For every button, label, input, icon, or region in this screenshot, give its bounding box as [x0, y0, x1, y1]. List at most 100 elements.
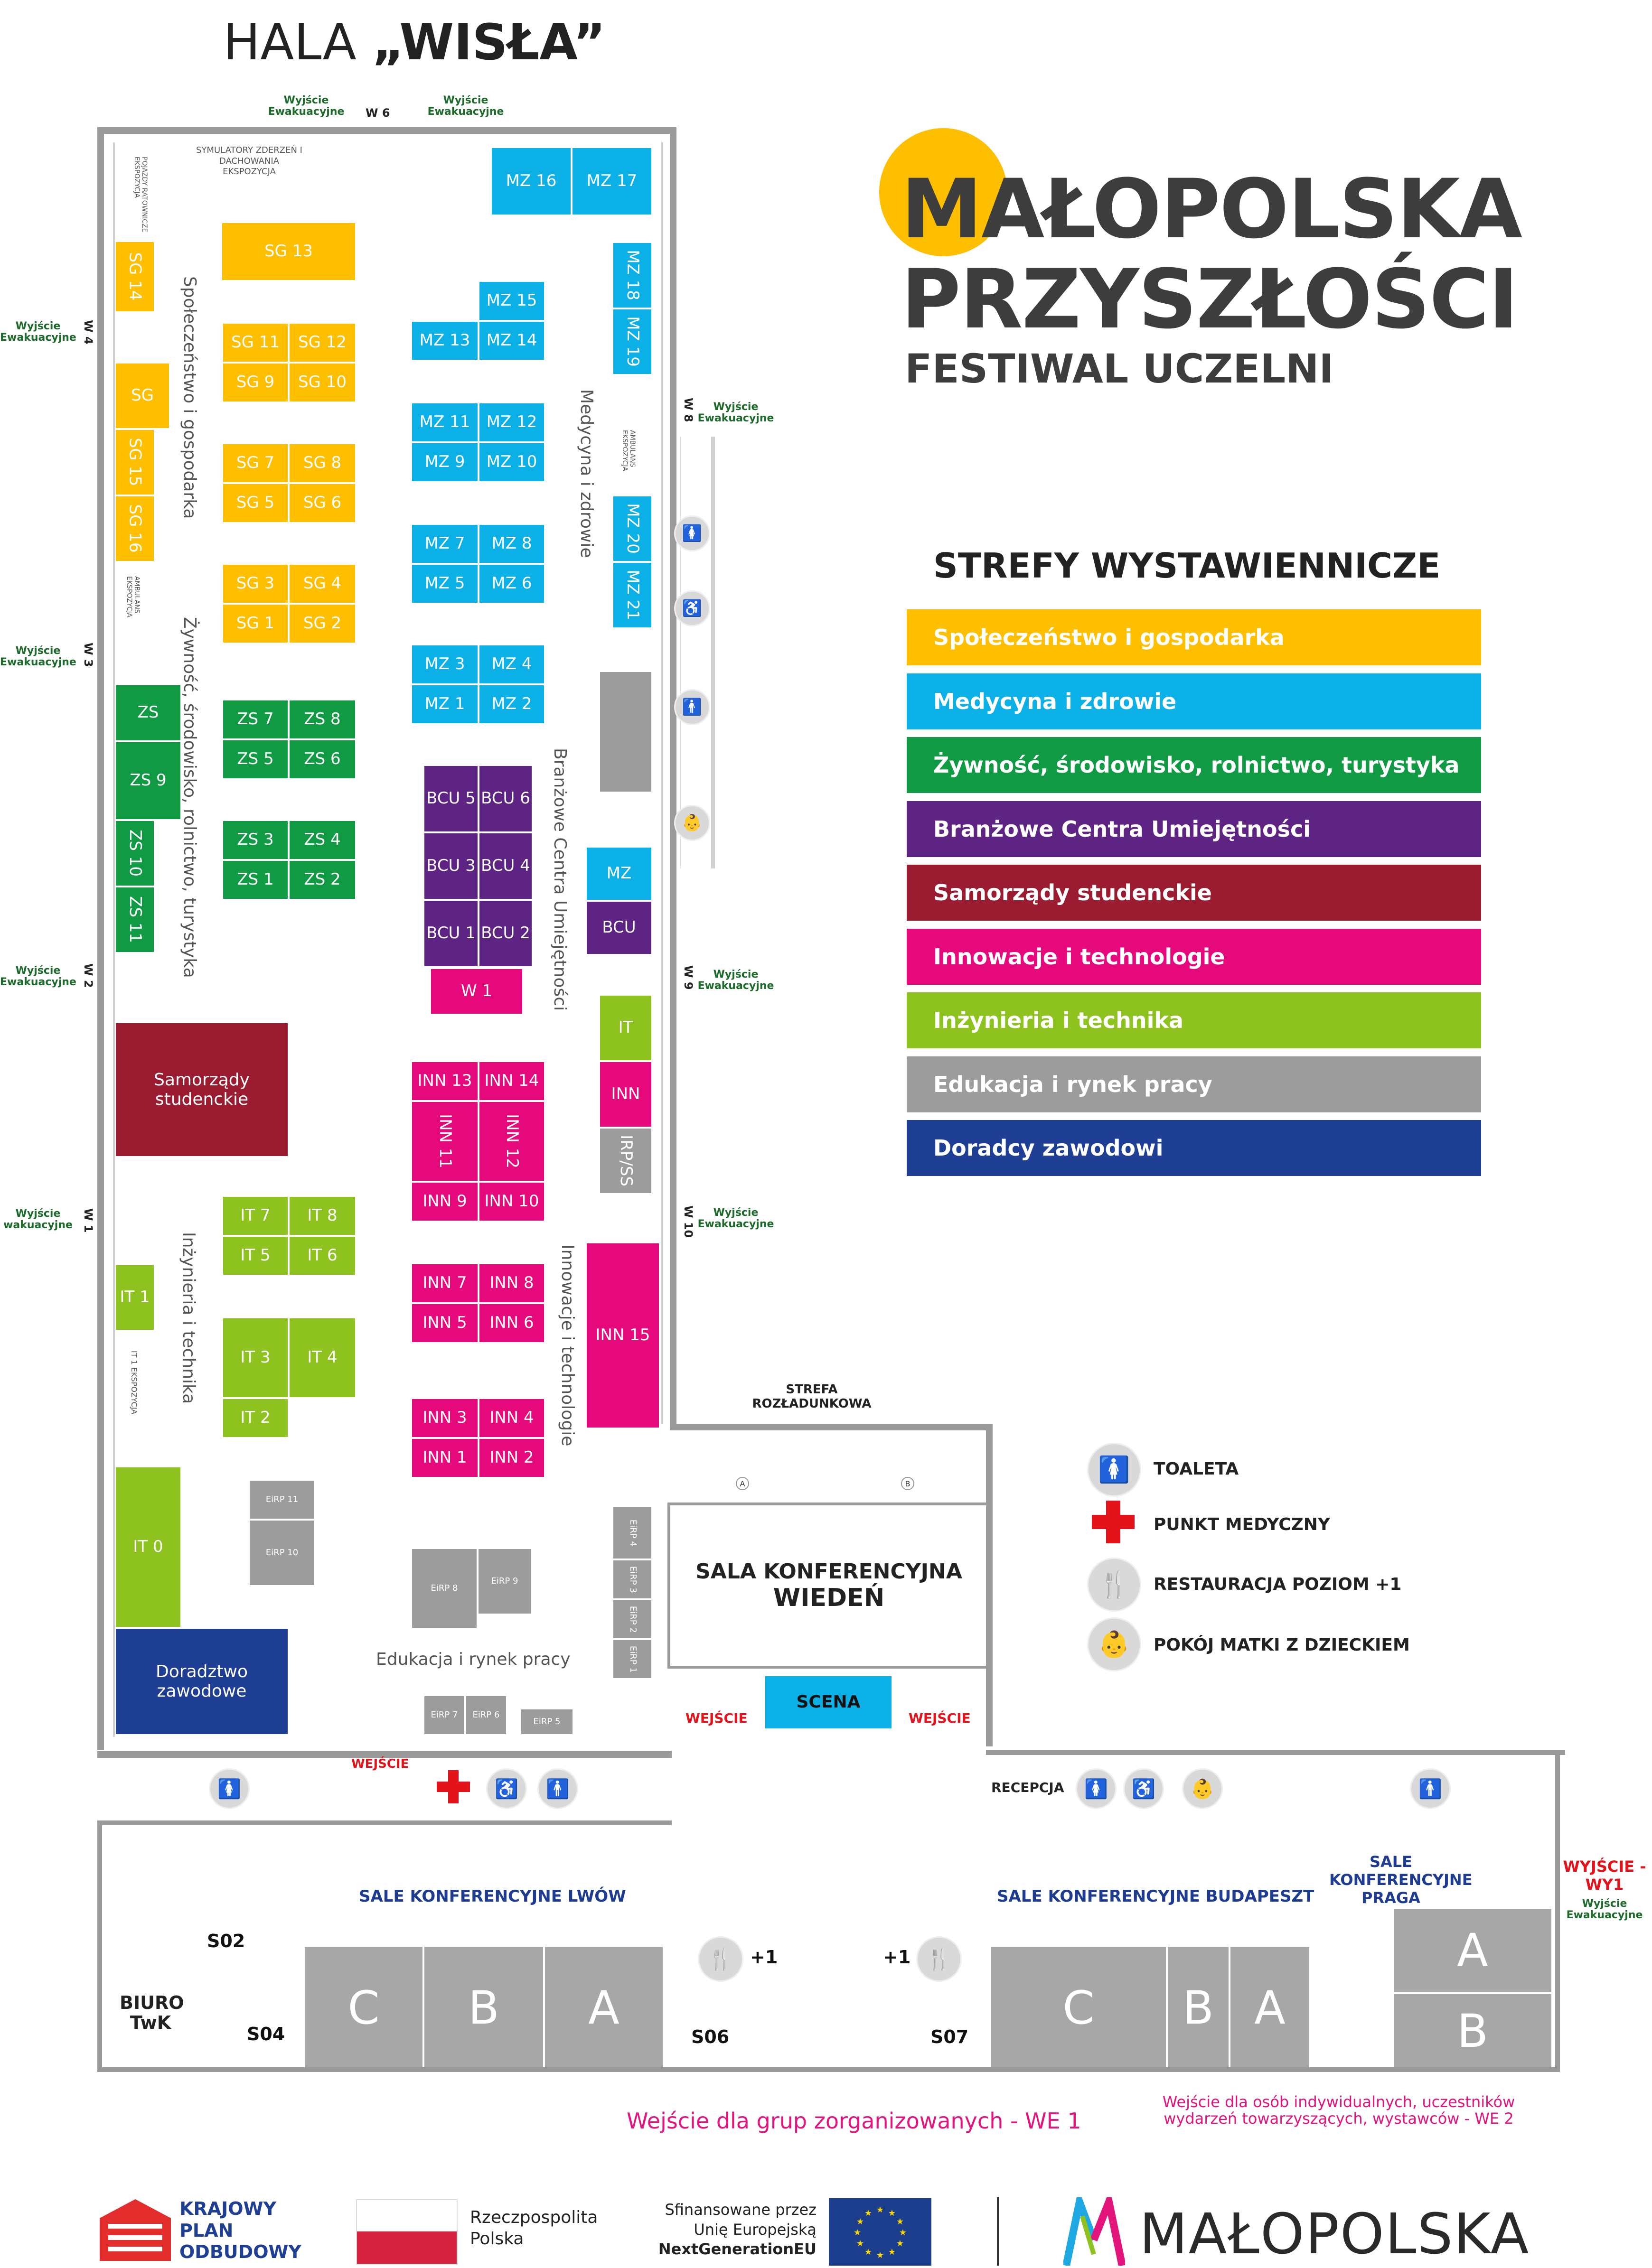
booth-eirp1[interactable]: EiRP 1	[612, 1639, 652, 1679]
booth-mz[interactable]: MZ	[586, 847, 652, 901]
sala-lwow-c[interactable]: C	[304, 1946, 423, 2070]
sala-praga-b[interactable]: B	[1393, 1993, 1552, 2069]
booth-inn12[interactable]: INN 12	[479, 1101, 545, 1182]
booth-sg14[interactable]: SG 14	[115, 241, 155, 312]
booth-it4[interactable]: IT 4	[289, 1317, 356, 1398]
booth-bcu1[interactable]: BCU 1	[423, 900, 479, 967]
booth-w1[interactable]: W 1	[430, 968, 523, 1015]
booth-inn7[interactable]: INN 7	[411, 1263, 479, 1303]
entrance-we1[interactable]: Wejście dla grup zorganizowanych - WE 1	[627, 2108, 1081, 2134]
booth-eirp3[interactable]: EiRP 3	[612, 1559, 652, 1599]
booth-inn11[interactable]: INN 11	[411, 1101, 479, 1182]
exit-w3[interactable]: Wyjście Ewakuacyjne	[0, 645, 76, 669]
booth-sg10[interactable]: SG 10	[289, 363, 356, 402]
booth-inn10[interactable]: INN 10	[479, 1182, 545, 1222]
sala-praga-a[interactable]: A	[1393, 1908, 1552, 1993]
booth-sg2[interactable]: SG 2	[289, 604, 356, 644]
room-s06[interactable]: S06	[691, 2026, 730, 2047]
exit-top-right[interactable]: Wyjście Ewakuacyjne	[427, 94, 504, 118]
booth-sg6[interactable]: SG 6	[289, 483, 356, 523]
booth-mz13[interactable]: MZ 13	[411, 321, 479, 361]
booth-it8[interactable]: IT 8	[289, 1196, 356, 1236]
booth-it2[interactable]: IT 2	[222, 1398, 289, 1438]
booth-zs3[interactable]: ZS 3	[222, 820, 289, 860]
booth-eirp6[interactable]: EiRP 6	[465, 1695, 507, 1735]
entrance-we2[interactable]: Wejście dla osób indywidualnych, uczestn…	[1162, 2093, 1515, 2128]
booth-mz10[interactable]: MZ 10	[479, 442, 545, 482]
booth-irpss[interactable]: IRP/SS	[599, 1128, 652, 1194]
booth-bcu2[interactable]: BCU 2	[479, 900, 533, 967]
booth-it3[interactable]: IT 3	[222, 1317, 289, 1398]
booth-sg12[interactable]: SG 12	[289, 323, 356, 363]
booth-inn13[interactable]: INN 13	[411, 1061, 479, 1101]
booth-zs[interactable]: ZS	[115, 684, 181, 741]
booth-mz18[interactable]: MZ 18	[612, 242, 652, 308]
stage-scena[interactable]: SCENA	[764, 1675, 892, 1729]
wejscie-corridor[interactable]: WEJŚCIE	[351, 1757, 409, 1771]
booth-eirp4[interactable]: EiRP 4	[612, 1506, 652, 1559]
room-s07[interactable]: S07	[930, 2026, 969, 2047]
booth-mz21[interactable]: MZ 21	[612, 562, 652, 628]
sala-budapeszt-b[interactable]: B	[1167, 1946, 1230, 2070]
booth-inn4[interactable]: INN 4	[479, 1398, 545, 1438]
booth-it5[interactable]: IT 5	[222, 1236, 289, 1276]
booth-mz17[interactable]: MZ 17	[572, 147, 652, 215]
booth-sg9[interactable]: SG 9	[222, 363, 289, 402]
room-biuro[interactable]: BIURO TwK	[120, 1992, 184, 2033]
exit-w10[interactable]: Wyjście Ewakuacyjne	[697, 1207, 774, 1231]
booth-eirp2[interactable]: EiRP 2	[612, 1599, 652, 1639]
booth-zs1[interactable]: ZS 1	[222, 860, 289, 900]
booth-mz14[interactable]: MZ 14	[479, 321, 545, 361]
wejscie-right[interactable]: WEJŚCIE	[909, 1710, 971, 1726]
room-s02[interactable]: S02	[207, 1931, 245, 1951]
booth-sg15[interactable]: SG 15	[115, 429, 155, 495]
booth-bcu4[interactable]: BCU 4	[479, 832, 533, 900]
sala-budapeszt-a[interactable]: A	[1230, 1946, 1310, 2070]
booth-mz16[interactable]: MZ 16	[491, 147, 572, 215]
booth-eirp10[interactable]: EiRP 10	[249, 1520, 315, 1586]
booth-bcu[interactable]: BCU	[586, 901, 652, 955]
exit-w1[interactable]: Wyjście wakuacyjne	[3, 1208, 73, 1232]
booth-inn9[interactable]: INN 9	[411, 1182, 479, 1222]
booth-zs4[interactable]: ZS 4	[289, 820, 356, 860]
sala-budapeszt-c[interactable]: C	[990, 1946, 1167, 2070]
booth-mz7[interactable]: MZ 7	[411, 524, 479, 564]
booth-it[interactable]: IT	[599, 995, 652, 1061]
exit-w2[interactable]: Wyjście Ewakuacyjne	[0, 965, 76, 989]
wejscie-left[interactable]: WEJŚCIE	[685, 1710, 748, 1726]
booth-zs9[interactable]: ZS 9	[115, 741, 181, 820]
booth-it0[interactable]: IT 0	[115, 1466, 181, 1628]
booth-zs8[interactable]: ZS 8	[289, 700, 356, 739]
booth-inn3[interactable]: INN 3	[411, 1398, 479, 1438]
booth-mz12[interactable]: MZ 12	[479, 402, 545, 442]
booth-mz5[interactable]: MZ 5	[411, 564, 479, 604]
booth-inn15[interactable]: INN 15	[586, 1242, 660, 1428]
booth-inn14[interactable]: INN 14	[479, 1061, 545, 1101]
booth-mz4[interactable]: MZ 4	[479, 644, 545, 684]
exit-w4[interactable]: Wyjście Ewakuacyjne	[0, 320, 76, 344]
booth-eirp8[interactable]: EiRP 8	[411, 1548, 478, 1629]
booth-bcu6[interactable]: BCU 6	[479, 765, 533, 832]
booth-eirp7[interactable]: EiRP 7	[423, 1695, 465, 1735]
booth-zs2[interactable]: ZS 2	[289, 860, 356, 900]
booth-mz19[interactable]: MZ 19	[612, 308, 652, 375]
booth-zs7[interactable]: ZS 7	[222, 700, 289, 739]
booth-mz1[interactable]: MZ 1	[411, 684, 479, 724]
booth-bcu5[interactable]: BCU 5	[423, 765, 479, 832]
booth-it6[interactable]: IT 6	[289, 1236, 356, 1276]
booth-mz15[interactable]: MZ 15	[479, 281, 545, 321]
booth-sg7[interactable]: SG 7	[222, 443, 289, 483]
booth-zs5[interactable]: ZS 5	[222, 739, 289, 779]
booth-inn5[interactable]: INN 5	[411, 1303, 479, 1343]
booth-inn6[interactable]: INN 6	[479, 1303, 545, 1343]
booth-eirp9[interactable]: EiRP 9	[478, 1548, 532, 1615]
booth-sg1[interactable]: SG 1	[222, 604, 289, 644]
booth-doradztwo[interactable]: Doradztwo zawodowe	[115, 1628, 289, 1735]
booth-inn8[interactable]: INN 8	[479, 1263, 545, 1303]
booth-zs6[interactable]: ZS 6	[289, 739, 356, 779]
booth-sg11[interactable]: SG 11	[222, 323, 289, 363]
sala-lwow-b[interactable]: B	[423, 1946, 544, 2070]
label-wyjscie-wy1[interactable]: WYJŚCIE - WY1	[1563, 1857, 1646, 1894]
booth-mz8[interactable]: MZ 8	[479, 524, 545, 564]
booth-mz2[interactable]: MZ 2	[479, 684, 545, 724]
